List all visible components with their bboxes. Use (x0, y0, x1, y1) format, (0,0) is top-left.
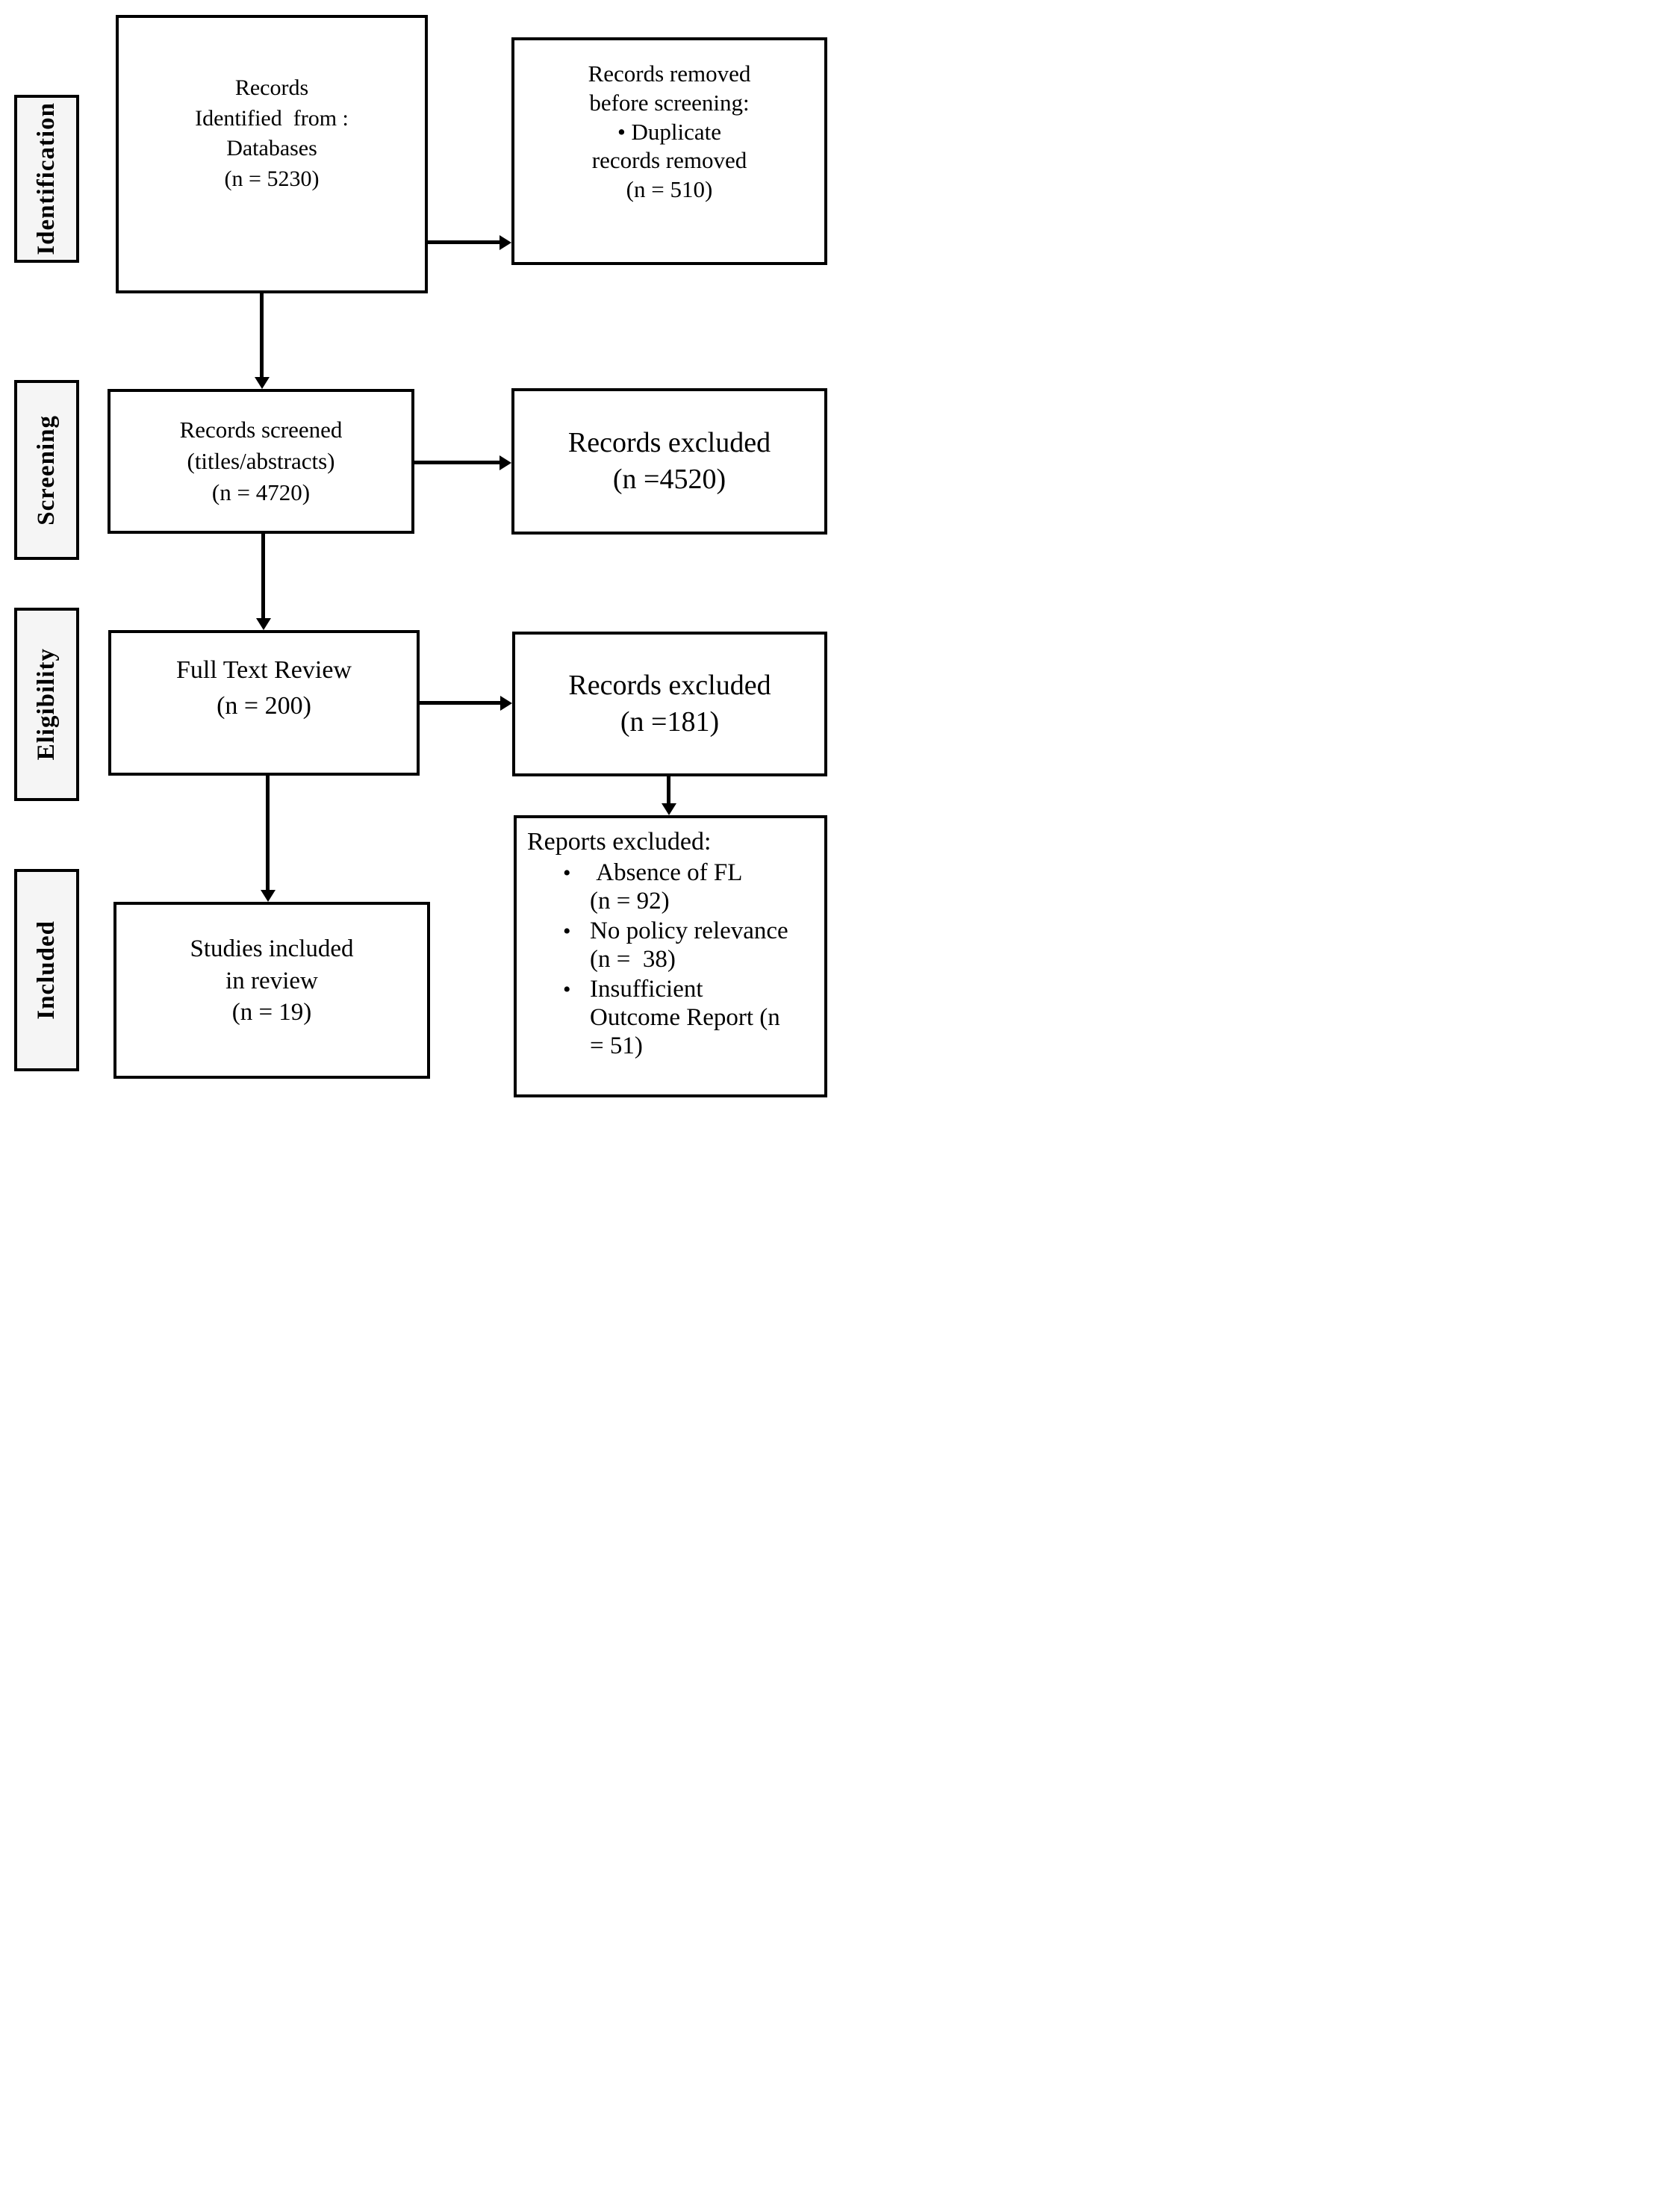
flow-box-records-screened: Records screened (titles/abstracts) (n =… (108, 389, 414, 534)
arrow-screened-to-fulltext (255, 534, 271, 630)
side-box-records-removed-before-screening: Records removed before screening: • Dupl… (511, 37, 827, 265)
bullet-icon: • (563, 976, 571, 1002)
text-line: = 51) (590, 1032, 643, 1059)
side-box-reports-excluded: Reports excluded: • Absence of FL (n = 9… (514, 815, 827, 1097)
bullet-icon: • (563, 861, 571, 886)
flow-box-full-text-review: Full Text Review (n = 200) (108, 630, 420, 776)
text-line: Insufficient (590, 975, 703, 1003)
text-line: • Duplicate (617, 118, 722, 145)
text-line: (n = 38) (590, 945, 676, 973)
text-line: (n =4520) (612, 464, 726, 495)
text-line: records removed (591, 147, 747, 174)
text-line: (n = 200) (217, 691, 311, 720)
text-line: Outcome Report (n (590, 1003, 780, 1031)
prisma-flow-diagram: Identification Screening Eligibility Inc… (0, 0, 832, 1106)
bullet-text: Absence of FL (n = 92) (590, 859, 742, 916)
text-line: Databases (226, 136, 317, 161)
text-line: (n = 4720) (211, 479, 311, 505)
text-line: (n = 19) (231, 999, 312, 1026)
reports-excluded-title: Reports excluded: (527, 828, 712, 856)
text-line: Records excluded (568, 669, 771, 701)
text-line: Records (234, 75, 309, 100)
flow-box-studies-included: Studies included in review (n = 19) (113, 902, 430, 1079)
text-line: Records excluded (567, 426, 771, 458)
arrow-identified-to-screened (254, 293, 270, 389)
side-box-records-excluded-screening: Records excluded (n =4520) (511, 388, 827, 535)
arrow-identified-to-removed (427, 234, 511, 250)
bullet-item: • Insufficient Outcome Report (n = 51) (563, 976, 780, 1061)
text-line: Studies included (190, 935, 354, 962)
arrow-fulltext-to-excluded (420, 695, 512, 711)
stage-label-screening-text: Screening (33, 414, 60, 526)
text-line: No policy relevance (590, 917, 788, 944)
side-box-records-excluded-fulltext: Records excluded (n =181) (512, 632, 827, 776)
stage-label-identification: Identification (14, 95, 79, 263)
text-line: (n = 510) (626, 176, 713, 202)
arrow-screened-to-excluded (414, 455, 511, 470)
bullet-item: • Absence of FL (n = 92) (563, 859, 742, 916)
arrow-fulltext-to-included (260, 776, 276, 902)
stage-label-eligibility: Eligibility (14, 608, 79, 801)
text-line: in review (225, 967, 318, 994)
stage-label-identification-text: Identification (33, 102, 60, 255)
arrow-excluded-to-reports (661, 776, 676, 815)
bullet-text: Insufficient Outcome Report (n = 51) (590, 976, 780, 1061)
text-line: Identified from : (195, 105, 349, 131)
text-line: before screening: (589, 89, 750, 116)
flow-box-records-identified: Records Identified from : Databases (n =… (116, 15, 428, 293)
text-line: (n =181) (620, 706, 720, 738)
text-line: (titles/abstracts) (187, 448, 335, 475)
stage-label-included-text: Included (33, 920, 60, 1020)
text-line: Records screened (179, 417, 343, 443)
bullet-icon: • (563, 918, 571, 944)
text-line: (n = 5230) (224, 166, 320, 191)
stage-label-included: Included (14, 869, 79, 1071)
stage-label-eligibility-text: Eligibility (33, 648, 60, 761)
text-line: Full Text Review (176, 655, 352, 684)
bullet-text: No policy relevance (n = 38) (590, 917, 788, 974)
text-line: Absence of FL (590, 859, 743, 887)
text-line: (n = 92) (590, 888, 670, 915)
bullet-item: • No policy relevance (n = 38) (563, 917, 788, 974)
stage-label-screening: Screening (14, 380, 79, 560)
text-line: Records removed (588, 60, 751, 87)
